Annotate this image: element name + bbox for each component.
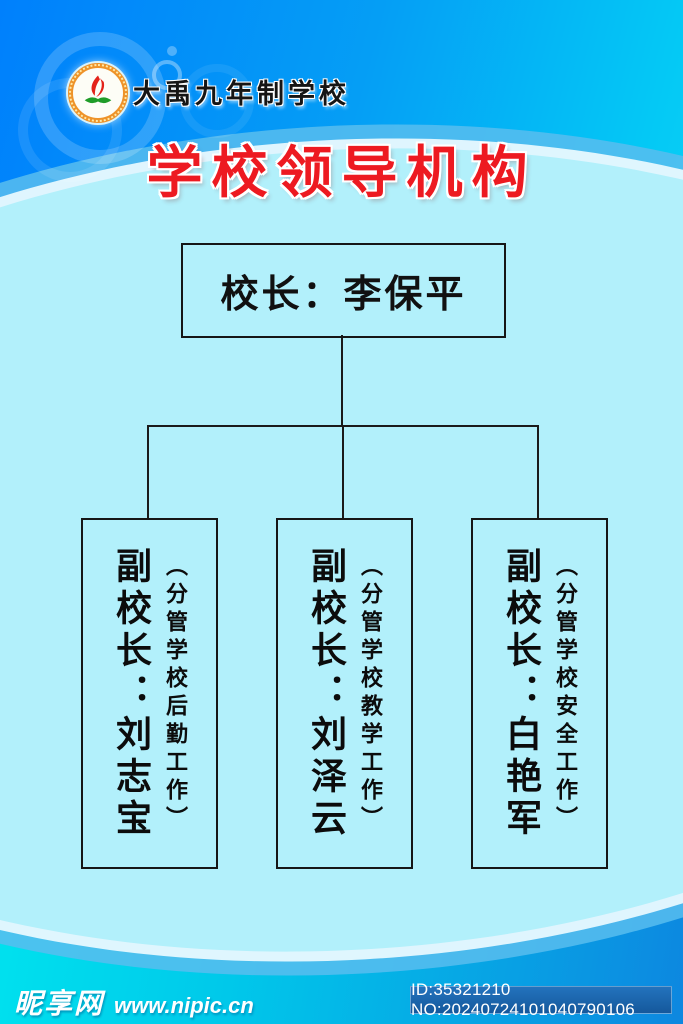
vice-principal-duty: （分管学校后勤工作） bbox=[163, 553, 188, 834]
school-logo-icon bbox=[68, 63, 128, 123]
connector-line-vertical-right bbox=[537, 427, 539, 518]
decorative-dot bbox=[167, 46, 177, 56]
decorative-ring bbox=[152, 60, 182, 90]
connector-line-vertical-middle bbox=[342, 427, 344, 518]
watermark-site-name: 昵享网 bbox=[14, 988, 105, 1019]
page-title: 学校领导机构 bbox=[146, 143, 537, 205]
watermark-site-url: www.nipic.cn bbox=[114, 993, 254, 1018]
vice-principal-name: 副校长：刘泽云 bbox=[306, 546, 347, 841]
watermark-id-badge: ID:35321210 NO:20240724101040790106 bbox=[410, 980, 672, 1019]
connector-line-horizontal bbox=[147, 425, 539, 427]
connector-line-vertical-top bbox=[341, 335, 343, 426]
decorative-ring bbox=[180, 64, 254, 138]
vice-principal-duty: （分管学校安全工作） bbox=[553, 553, 578, 834]
principal-box: 校长：李保平 bbox=[181, 243, 506, 338]
watermark-site: 昵享网 www.nipic.cn bbox=[14, 982, 254, 1022]
connector-line-vertical-left bbox=[147, 427, 149, 518]
vice-principal-duty: （分管学校教学工作） bbox=[358, 553, 383, 834]
school-name: 大禹九年制学校 bbox=[133, 79, 350, 109]
vice-principal-name: 副校长：白艳军 bbox=[501, 546, 542, 841]
vice-principal-box: 副校长：刘泽云 （分管学校教学工作） bbox=[276, 518, 413, 869]
vice-principal-box: 副校长：刘志宝 （分管学校后勤工作） bbox=[81, 518, 218, 869]
logo-sail-and-leaves-icon bbox=[84, 75, 112, 104]
vice-principal-name: 副校长：刘志宝 bbox=[111, 546, 152, 841]
watermark-id-text: ID:35321210 NO:20240724101040790106 bbox=[411, 980, 635, 1019]
principal-label: 校长：李保平 bbox=[220, 274, 467, 316]
logo-dotted-ring bbox=[69, 64, 127, 122]
vice-principal-box: 副校长：白艳军 （分管学校安全工作） bbox=[471, 518, 608, 869]
